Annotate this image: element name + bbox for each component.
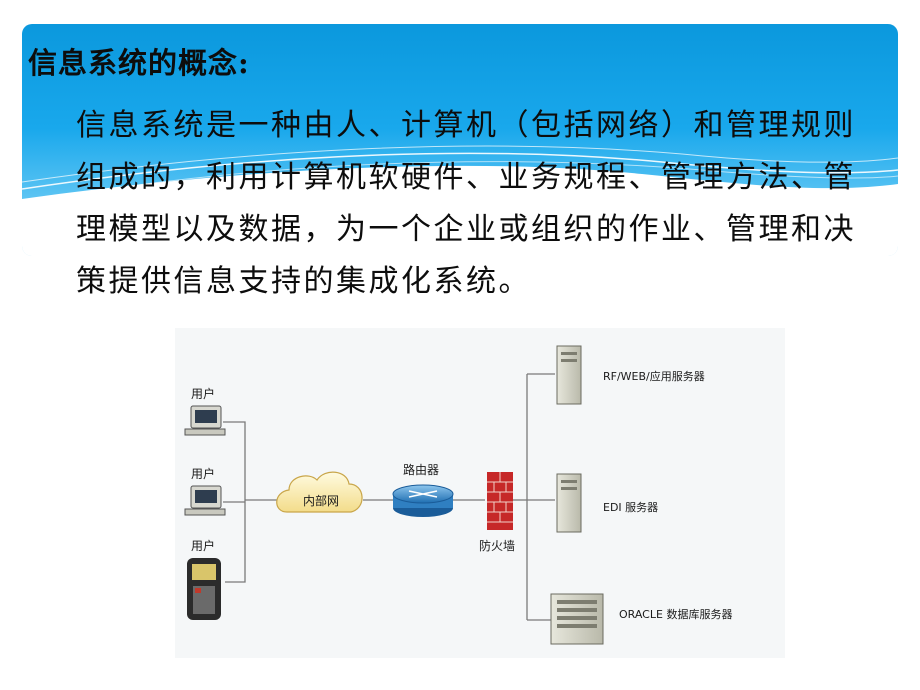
intranet-cloud-icon xyxy=(276,471,363,513)
title-banner xyxy=(22,24,898,256)
router-label: 路由器 xyxy=(403,462,439,477)
user-label-3: 用户 xyxy=(191,538,215,553)
desktop-computer-icon xyxy=(184,485,226,516)
network-label: 内部网 xyxy=(303,493,339,508)
database-server-icon xyxy=(550,593,604,645)
server-label-2: EDI 服务器 xyxy=(603,501,658,514)
banner-wave-decoration xyxy=(22,145,898,256)
network-diagram: 用户 用户 用户 内部网 路由器 xyxy=(175,328,785,658)
server-tower-icon xyxy=(556,345,582,405)
server-label-1: RF/WEB/应用服务器 xyxy=(603,369,705,383)
slide-title: 信息系统的概念: xyxy=(28,46,250,80)
server-tower-icon xyxy=(556,473,582,533)
router-icon xyxy=(392,484,454,517)
desktop-computer-icon xyxy=(184,405,226,436)
slide-body-text: 信息系统是一种由人、计算机（包括网络）和管理规则组成的，利用计算机软硬件、业务规… xyxy=(76,108,856,299)
firewall-icon xyxy=(487,472,513,530)
user-label-2: 用户 xyxy=(191,466,215,481)
firewall-label: 防火墙 xyxy=(479,538,515,553)
handheld-terminal-icon xyxy=(187,558,221,620)
connection-lines xyxy=(223,373,555,621)
diagram-background xyxy=(175,328,785,658)
user-label-1: 用户 xyxy=(191,386,215,401)
server-label-3: ORACLE 数据库服务器 xyxy=(619,607,732,621)
